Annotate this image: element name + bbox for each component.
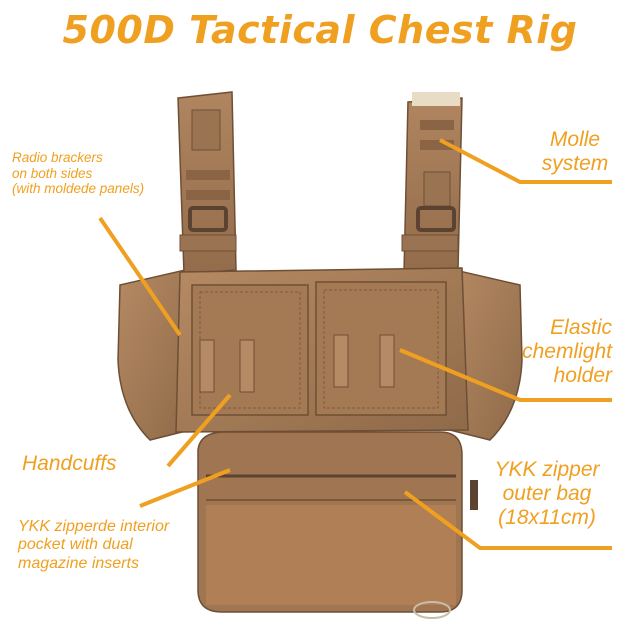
label-ykk-outer-bag: YKK zipper outer bag (18x11cm) xyxy=(494,458,600,530)
page-title: 500D Tactical Chest Rig xyxy=(62,8,578,52)
label-elastic-chemlight-holder: Elastic chemlight holder xyxy=(522,316,612,388)
pointer-radio xyxy=(98,216,182,337)
label-ykk-interior-pocket: YKK zipperde interior pocket with dual m… xyxy=(18,518,170,572)
left-side-wing xyxy=(117,269,191,441)
right-magazine-pouch xyxy=(315,281,447,416)
right-side-wing xyxy=(449,269,523,441)
pointer-elastic xyxy=(399,348,612,402)
pointer-handcuffs xyxy=(166,393,232,468)
label-radio-brackets: Radio brackers on both sides (with molde… xyxy=(12,150,145,197)
right-shoulder-strap xyxy=(401,92,463,273)
pointer-ykk-interior xyxy=(139,468,231,508)
label-molle-system: Molle system xyxy=(541,128,609,176)
zipper-outer-bag xyxy=(197,431,478,619)
pointer-lines xyxy=(98,138,612,550)
left-shoulder-strap xyxy=(177,91,237,275)
left-magazine-pouch xyxy=(191,284,309,416)
pointer-molle xyxy=(439,138,612,184)
label-handcuffs: Handcuffs xyxy=(22,452,117,475)
pointer-ykk-outer xyxy=(403,490,612,550)
